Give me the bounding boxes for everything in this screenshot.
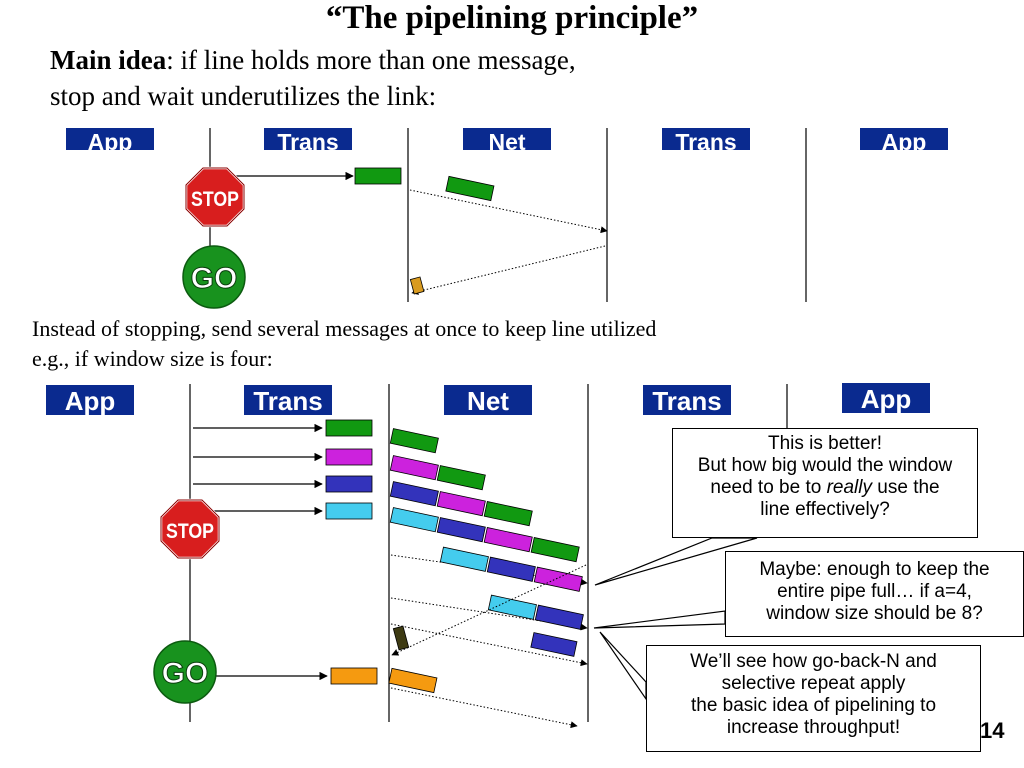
transit-row-1 [389, 428, 439, 454]
transit-packet-last [530, 632, 578, 657]
transit-packet [533, 566, 583, 592]
bottom-queue-green [325, 419, 373, 437]
transit-packet [436, 517, 486, 543]
bottom-queue-magenta [325, 448, 373, 466]
top-label-trans-right: Trans [662, 128, 750, 150]
callout-maybe-line-1: Maybe: enough to keep the [759, 559, 990, 580]
transit-row-5 [439, 546, 583, 592]
callout-gobackn-line-4: increase throughput! [726, 717, 901, 738]
callout-better-line-3-post: use the [872, 477, 940, 498]
page-number: 14 [980, 718, 1005, 743]
callout-better-line-3-em: really [826, 477, 872, 498]
intro-rest: : if line holds more than one message, [166, 45, 576, 75]
intro-bold: Main idea [50, 45, 167, 75]
transit-row-6 [487, 594, 584, 630]
bottom-stop-sign: STOP [159, 498, 221, 560]
bottom-label-net: Net [444, 385, 532, 415]
transit-packet [389, 428, 439, 454]
transit-packet [483, 501, 533, 527]
bottom-dotted-4 [390, 687, 578, 729]
callout-maybe-pointer [593, 610, 726, 629]
transit-packet [439, 546, 489, 572]
middle-line-2: e.g., if window size is four: [32, 346, 273, 371]
bottom-label-app-right: App [842, 383, 930, 413]
transit-packet [483, 527, 533, 553]
callout-maybe: Maybe: enough to keep the entire pipe fu… [725, 551, 1024, 637]
slide-title: “The pipelining principle” [325, 0, 699, 36]
top-label-app-right: App [860, 128, 948, 150]
callout-better-pointer [594, 537, 758, 586]
bottom-ack-dotted [391, 564, 587, 656]
bottom-go-sign: GO [153, 640, 217, 704]
top-packet-green-transit [445, 175, 495, 202]
middle-line-1: Instead of stopping, send several messag… [32, 316, 657, 341]
intro-line-2: stop and wait underutilizes the link: [50, 81, 437, 111]
transit-packet [486, 556, 536, 582]
top-go-sign: GO [182, 245, 246, 309]
top-forward-dotted [409, 189, 608, 234]
transit-packet [389, 481, 439, 507]
transit-packet [534, 604, 584, 630]
bottom-ack-packet [392, 625, 410, 651]
transit-row-3 [389, 481, 533, 527]
callout-gobackn: We’ll see how go-back-N and selective re… [646, 645, 981, 752]
bottom-queue-cyan [325, 502, 373, 520]
bottom-queue-blue [325, 475, 373, 493]
top-go-text: GO [191, 262, 238, 295]
bottom-diagram: STOP GO [153, 384, 788, 729]
callout-gobackn-line-1: We’ll see how go-back-N and [690, 651, 937, 672]
transit-packet [436, 465, 486, 491]
top-label-app-left: App [66, 128, 154, 150]
top-packet-green [354, 167, 402, 185]
intro-line-1: Main idea: if line holds more than one m… [50, 42, 576, 78]
callout-maybe-line-3: window size should be 8? [766, 603, 983, 624]
top-stop-text: STOP [191, 188, 239, 211]
callout-better-line-3-pre: need to be to [710, 477, 827, 498]
transit-packet [389, 455, 439, 481]
top-label-net: Net [463, 128, 551, 150]
middle-text: Instead of stopping, send several messag… [32, 314, 656, 374]
callout-gobackn-line-2: selective repeat apply [721, 673, 906, 694]
top-diagram: STOP GO [182, 128, 807, 309]
callout-gobackn-line-3: the basic idea of pipelining to [690, 695, 937, 716]
transit-packet [436, 491, 486, 517]
top-label-trans-left: Trans [264, 128, 352, 150]
bottom-stop-text: STOP [166, 520, 214, 543]
transit-packet [389, 507, 439, 533]
transit-packet [487, 594, 537, 620]
transit-row-4 [389, 507, 580, 563]
transit-row-2 [389, 455, 486, 491]
bottom-queue-orange [330, 667, 378, 685]
bottom-label-trans-right: Trans [643, 385, 731, 415]
bottom-label-app-left: App [46, 385, 134, 415]
top-ack-packet [409, 276, 425, 295]
callout-better: This is better! But how big would the wi… [672, 428, 978, 538]
transit-packet [530, 537, 580, 563]
bottom-go-text: GO [162, 657, 209, 690]
top-ack-dotted [411, 245, 606, 295]
callout-better-line-2: But how big would the window [697, 455, 953, 476]
intro-text: Main idea: if line holds more than one m… [50, 42, 576, 114]
top-stop-sign: STOP [184, 166, 246, 228]
bottom-transit-orange [388, 667, 438, 694]
callout-maybe-line-2: entire pipe full… if a=4, [777, 581, 972, 602]
callout-better-line-4: line effectively? [760, 499, 890, 520]
callout-better-line-1: This is better! [767, 433, 883, 454]
callout-better-line-3: need to be to really use the [673, 477, 977, 499]
callout-gobackn-pointer [599, 631, 647, 701]
bottom-label-trans-left: Trans [244, 385, 332, 415]
